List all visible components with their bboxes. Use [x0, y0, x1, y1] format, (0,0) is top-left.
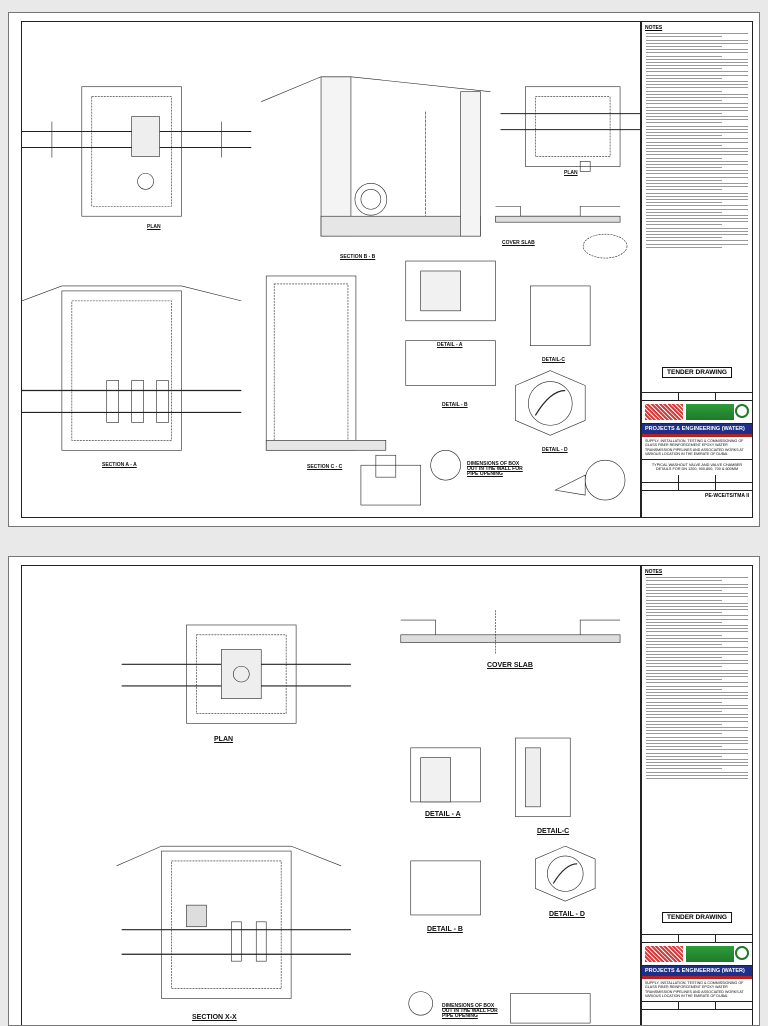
detail-c-label: DETAIL-C	[542, 357, 565, 363]
drawing-sheet-1: PLAN SECTION B - B PLAN COVER SLAB SECTI…	[8, 12, 760, 527]
detail-b-label: DETAIL - B	[427, 926, 463, 933]
title-block-grid: PROJECTS & ENGINEERING (WATER) SUPPLY, I…	[642, 934, 752, 1010]
title-block: NOTES TENDER DRAWING PROJE	[641, 21, 753, 518]
tender-drawing-stamp: TENDER DRAWING	[662, 912, 732, 923]
drawing-title: TYPICAL WASHOUT VALVE AND VALVE CHAMBER …	[651, 462, 743, 472]
section-b-label: SECTION B - B	[340, 254, 376, 260]
drawing-sheet-2: PLAN COVER SLAB DETAIL - A DETAIL-C DETA…	[8, 556, 760, 1026]
detail-a-label: DETAIL - A	[425, 811, 461, 818]
section-a-label: SECTION A - A	[102, 462, 137, 468]
drawing-frame: PLAN SECTION B - B PLAN COVER SLAB SECTI…	[21, 21, 641, 518]
project-description: SUPPLY, INSTALLATION, TESTING & COMMISSI…	[642, 437, 752, 460]
cover-slab-label: COVER SLAB	[487, 662, 533, 669]
drawing-number: PE-WCE/TS/TMA II	[705, 492, 749, 499]
detail-c-label: DETAIL-C	[537, 828, 570, 835]
notes-heading: NOTES	[645, 569, 663, 575]
plan-view-label: PLAN	[214, 736, 234, 743]
detail-d-label: DETAIL - D	[542, 447, 568, 453]
section-x-label: SECTION X-X	[192, 1014, 237, 1021]
notes-text	[642, 33, 752, 248]
title-block: NOTES TENDER DRAWING PROJECTS & E	[641, 565, 753, 1025]
department-title: PROJECTS & ENGINEERING (WATER)	[642, 424, 752, 434]
section-c-label: SECTION C - C	[307, 464, 343, 470]
title-block-grid: PROJECTS & ENGINEERING (WATER) SUPPLY, I…	[642, 392, 752, 501]
project-description: SUPPLY, INSTALLATION, TESTING & COMMISSI…	[642, 979, 752, 1002]
cad-drawing-2	[116, 610, 621, 1024]
plan-right-label: PLAN	[564, 170, 578, 176]
department-title: PROJECTS & ENGINEERING (WATER)	[642, 966, 752, 976]
detail-a-label: DETAIL - A	[437, 342, 463, 348]
box-out-label: DIMENSIONS OF BOX OUT IN THE WALL FOR PI…	[442, 1003, 498, 1019]
cover-slab-label: COVER SLAB	[502, 240, 535, 246]
notes-text	[642, 577, 752, 779]
tender-drawing-stamp: TENDER DRAWING	[662, 367, 732, 378]
cad-drawing-1	[22, 76, 640, 506]
drawing-frame: PLAN COVER SLAB DETAIL - A DETAIL-C DETA…	[21, 565, 641, 1025]
box-out-label: DIMENSIONS OF BOX OUT IN THE WALL FOR PI…	[467, 461, 523, 477]
detail-d-label: DETAIL - D	[549, 911, 585, 918]
company-logo	[642, 943, 752, 966]
notes-heading: NOTES	[645, 25, 663, 31]
plan-view-label: PLAN	[147, 224, 161, 230]
detail-b-label: DETAIL - B	[442, 402, 468, 408]
company-logo	[642, 401, 752, 424]
